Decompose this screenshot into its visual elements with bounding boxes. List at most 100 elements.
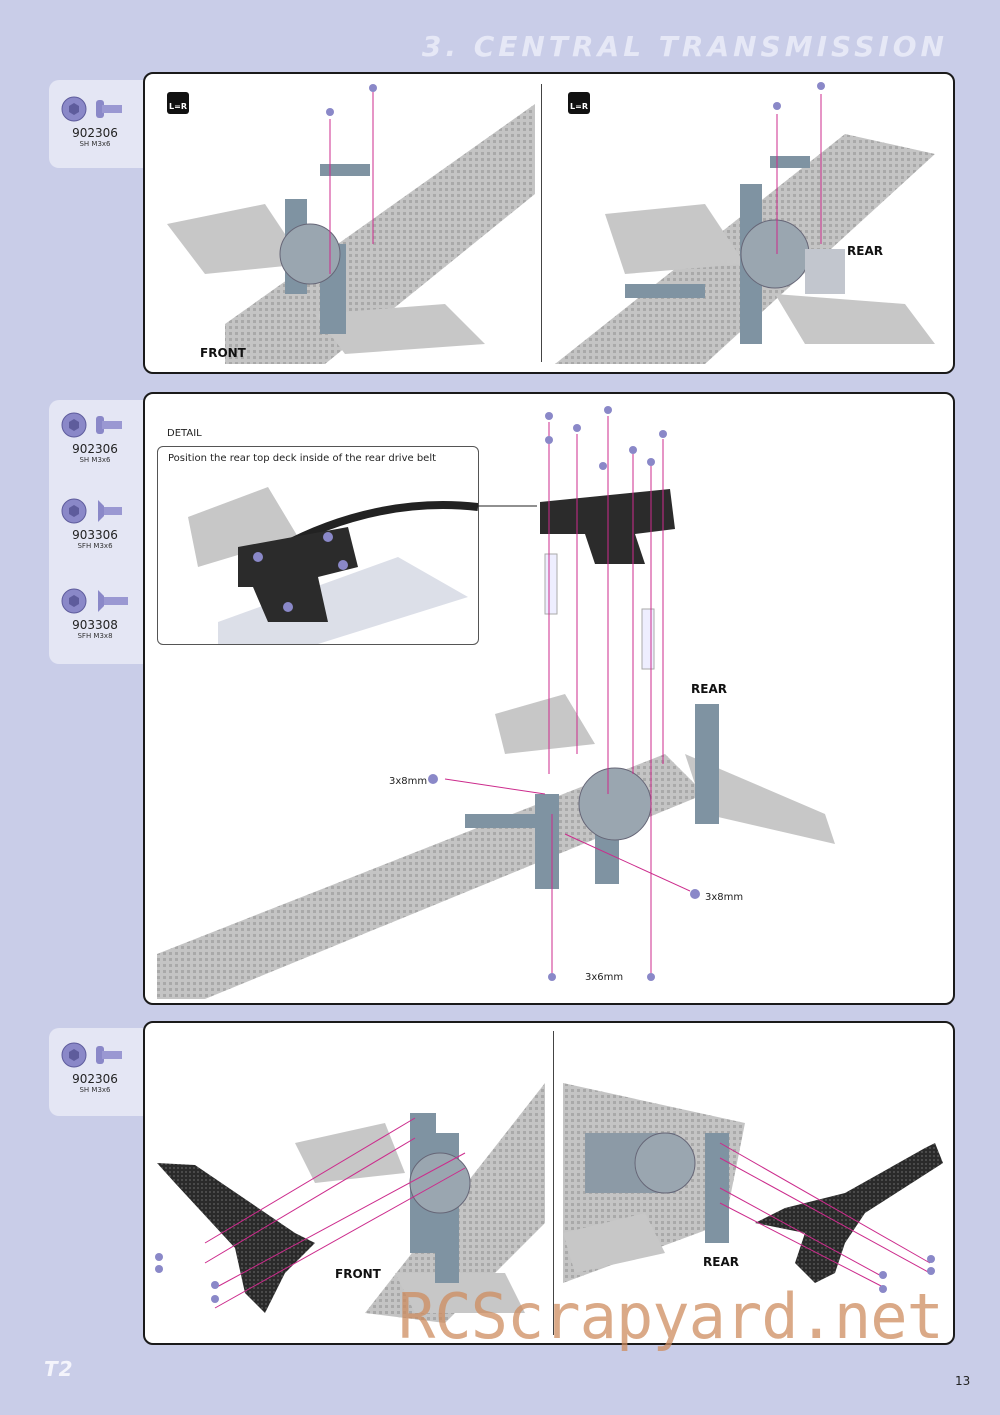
part-desc: SH M3x6 xyxy=(79,1086,111,1094)
suspension-arm xyxy=(685,754,835,844)
spur-gear xyxy=(578,767,652,841)
step3-illustration xyxy=(155,1083,943,1323)
suspension-arm xyxy=(563,1213,665,1273)
top-brace xyxy=(320,164,370,176)
front-label: FRONT xyxy=(200,346,246,360)
front-shock-tower xyxy=(157,1163,315,1313)
suspension-arm xyxy=(495,694,595,754)
spur-gear xyxy=(409,1152,471,1214)
suspension-arm xyxy=(315,304,485,354)
brace xyxy=(465,814,535,828)
screw-icon xyxy=(155,1253,163,1261)
detail-text: Position the rear top deck inside of the… xyxy=(168,453,437,464)
post xyxy=(641,608,655,670)
part-902306: 902306 SH M3x6 xyxy=(49,1040,141,1094)
screw-icon xyxy=(545,436,553,444)
panel-divider xyxy=(553,1031,554,1335)
top-deck xyxy=(238,527,358,622)
detail-title: DETAIL xyxy=(167,428,202,439)
screw-icon xyxy=(211,1295,219,1303)
suspension-arm xyxy=(295,1123,405,1183)
bulkhead xyxy=(695,704,719,824)
spur-gear xyxy=(634,1132,696,1194)
screw-icon xyxy=(927,1255,935,1263)
part-desc: SFH M3x8 xyxy=(77,632,113,640)
post xyxy=(544,553,558,615)
screw-icon xyxy=(428,774,438,784)
part-desc: SH M3x6 xyxy=(79,140,111,148)
chassis-plate xyxy=(225,104,535,364)
section-title: 3. CENTRAL TRANSMISSION xyxy=(421,30,948,63)
spur-gear xyxy=(740,219,810,289)
screw-icon xyxy=(659,430,667,438)
rear-label: REAR xyxy=(703,1255,739,1269)
flat-head-screw-icon xyxy=(61,588,128,614)
top-brace xyxy=(770,156,810,168)
panel-divider xyxy=(541,84,542,362)
screw-icon xyxy=(817,82,825,90)
part-desc: SFH M3x6 xyxy=(77,542,113,550)
flat-head-screw-icon xyxy=(61,498,122,524)
screw-icon xyxy=(211,1281,219,1289)
assembly-arrow xyxy=(719,1142,931,1264)
assembly-arrow xyxy=(214,1152,466,1289)
screw-icon xyxy=(326,108,334,116)
rear-label: REAR xyxy=(691,682,727,696)
assembly-arrow xyxy=(719,1157,931,1274)
assembly-arrow xyxy=(204,1137,416,1264)
button-head-screw-icon xyxy=(61,96,122,122)
step2-panel: DETAIL Position the rear top deck inside… xyxy=(143,392,955,1005)
screw-icon xyxy=(773,102,781,110)
bulkhead xyxy=(705,1133,729,1243)
assembly-arrow xyxy=(444,778,546,795)
screw-icon xyxy=(690,889,700,899)
assembly-arrow xyxy=(564,833,691,892)
screw-icon xyxy=(647,973,655,981)
detail-box: Position the rear top deck inside of the… xyxy=(157,446,479,645)
step1-panel: L=R L=R FRONT REAR xyxy=(143,72,955,374)
screw-icon xyxy=(927,1267,935,1275)
rear-label: REAR xyxy=(847,244,883,258)
part-code: 903308 xyxy=(72,618,118,632)
bulkhead xyxy=(535,794,559,889)
parts-tab-step3: 902306 SH M3x6 xyxy=(49,1028,149,1116)
suspension-arm xyxy=(775,294,935,344)
parts-tab-step1: 902306 SH M3x6 xyxy=(49,80,149,168)
screw-label-bottom: 3x6mm xyxy=(585,972,624,983)
screw-icon xyxy=(647,458,655,466)
detail-illustration xyxy=(188,487,478,644)
part-code: 903306 xyxy=(72,528,118,542)
screw-icon xyxy=(629,446,637,454)
watermark: RCScrapyard.net xyxy=(398,1280,944,1353)
screw-icon xyxy=(879,1285,887,1293)
suspension-arm xyxy=(167,204,305,274)
brand-logo: T2 xyxy=(44,1357,74,1381)
brace xyxy=(625,284,705,298)
assembly-arrow xyxy=(719,1202,886,1289)
screw-icon xyxy=(573,424,581,432)
screw-icon xyxy=(545,412,553,420)
screw-icon xyxy=(604,406,612,414)
part-903306: 903306 SFH M3x6 xyxy=(49,496,141,550)
suspension-arm xyxy=(395,1273,525,1313)
part-desc: SH M3x6 xyxy=(79,456,111,464)
page-number: 13 xyxy=(955,1374,971,1388)
part-902306: 902306 SH M3x6 xyxy=(49,410,141,464)
screw-icon xyxy=(155,1265,163,1273)
rear-shock-tower xyxy=(755,1143,943,1283)
button-head-screw-icon xyxy=(61,1042,122,1068)
screw-icon xyxy=(369,84,377,92)
screw-label-right: 3x8mm xyxy=(705,892,744,903)
screw-icon xyxy=(548,973,556,981)
diff-cup xyxy=(805,249,845,294)
assembly-arrow xyxy=(719,1187,886,1279)
screw-label-left: 3x8mm xyxy=(389,776,428,787)
part-code: 902306 xyxy=(72,126,118,140)
button-head-screw-icon xyxy=(61,412,122,438)
part-code: 902306 xyxy=(72,1072,118,1086)
lr-badge-left: L=R xyxy=(167,92,189,114)
part-902306: 902306 SH M3x6 xyxy=(49,94,141,148)
suspension-arm xyxy=(605,204,745,274)
front-label: FRONT xyxy=(335,1267,381,1281)
step3-panel: FRONT REAR xyxy=(143,1021,955,1345)
